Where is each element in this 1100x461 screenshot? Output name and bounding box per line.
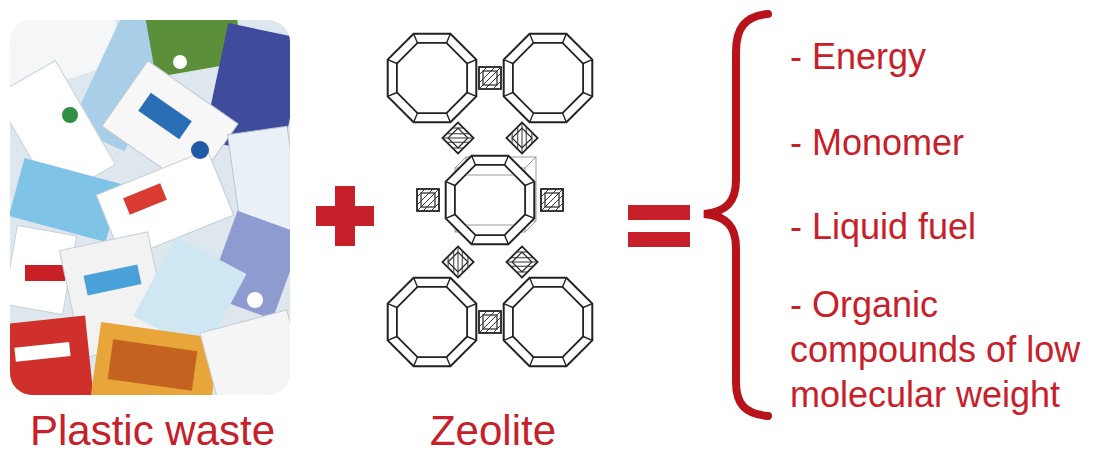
list-item: - Energy <box>790 34 1090 79</box>
plastic-waste-photo <box>10 20 290 395</box>
list-item: - Organic compounds of low molecular wei… <box>790 282 1090 417</box>
list-item: - Liquid fuel <box>790 204 1090 249</box>
list-item: - Monomer <box>790 120 1090 165</box>
image-caption: Plastic waste <box>10 407 295 455</box>
zeolite-structure <box>388 34 593 367</box>
picture-node: Zeolite <box>378 5 608 457</box>
image-caption: Zeolite <box>378 407 608 455</box>
equals-sign <box>628 205 690 247</box>
picture-node: Plastic waste <box>10 15 295 457</box>
plus-sign <box>316 186 374 246</box>
curly-brace <box>704 14 768 416</box>
